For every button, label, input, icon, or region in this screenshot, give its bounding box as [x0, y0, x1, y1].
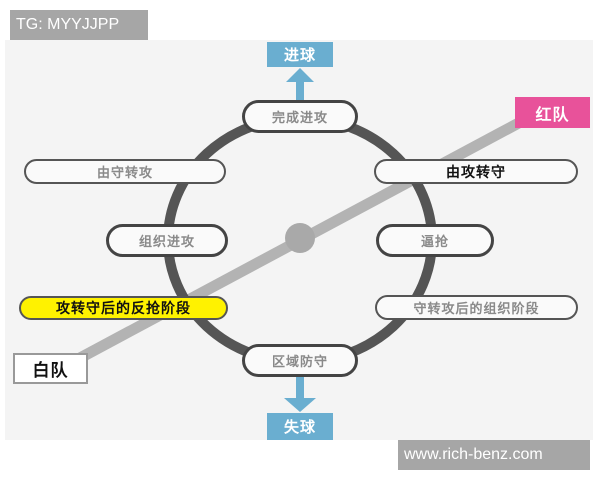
watermark-bottom-right: www.rich-benz.com [398, 440, 590, 470]
white-team-box: 白队 [13, 353, 88, 384]
node-complete-attack-label: 完成进攻 [271, 111, 328, 126]
transition-attack-to-defense-label: 由攻转守 [446, 164, 506, 181]
white-team-label: 白队 [32, 361, 69, 381]
node-pressing-label: 逼抢 [420, 235, 449, 250]
node-zonal-defense: 区域防守 [242, 344, 358, 377]
center-pivot [285, 223, 315, 253]
goal-scored-label: 进球 [283, 46, 316, 64]
transition-attack-to-defense: 由攻转守 [374, 159, 578, 184]
arrow-down-icon [284, 376, 316, 412]
goal-conceded-label: 失球 [283, 418, 316, 436]
transition-defense-to-attack-label: 由守转攻 [96, 166, 153, 181]
phase-counter-press-label: 攻转守后的反抢阶段 [56, 301, 191, 317]
watermark-top-left: TG: MYYJJPP [10, 10, 148, 40]
phase-build-up-after-transition-label: 守转攻后的组织阶段 [413, 302, 540, 317]
red-team-box: 红队 [515, 97, 590, 128]
phase-counter-press: 攻转守后的反抢阶段 [19, 296, 228, 320]
node-zonal-defense-label: 区域防守 [271, 355, 328, 370]
red-team-label: 红队 [535, 104, 570, 124]
node-build-up-attack: 组织进攻 [106, 224, 228, 257]
watermark-url: www.rich-benz.com [404, 446, 543, 463]
node-pressing: 逼抢 [376, 224, 494, 257]
arrow-up-icon [286, 68, 314, 106]
goal-conceded-box: 失球 [267, 413, 333, 440]
phase-build-up-after-transition: 守转攻后的组织阶段 [375, 295, 578, 320]
node-build-up-attack-label: 组织进攻 [138, 235, 195, 250]
node-complete-attack: 完成进攻 [242, 100, 358, 133]
watermark-text: TG: MYYJJPP [16, 16, 120, 33]
transition-defense-to-attack: 由守转攻 [24, 159, 226, 184]
goal-scored-box: 进球 [267, 42, 333, 67]
